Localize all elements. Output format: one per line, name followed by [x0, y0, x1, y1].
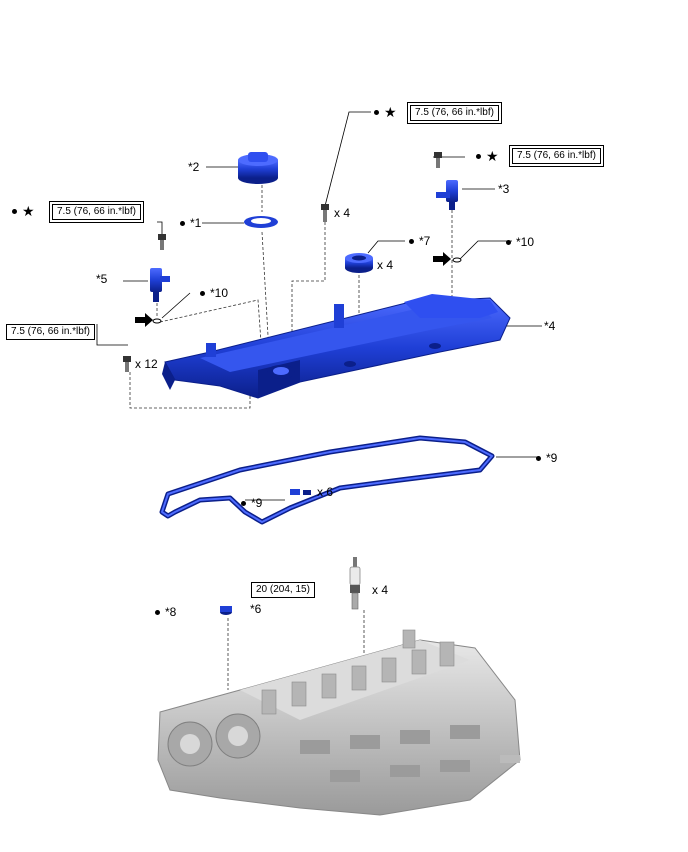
cylinder-head-cover — [162, 294, 511, 399]
cylinder-head — [157, 629, 521, 816]
bullet-icon — [506, 240, 511, 246]
torque-spec-bolts: 7.5 (76, 66 in.*lbf) — [6, 324, 95, 340]
bullet-icon — [409, 239, 414, 245]
bolt-right — [434, 152, 442, 168]
bullet-icon — [536, 456, 541, 462]
torque-spec-right: 7.5 (76, 66 in.*lbf) — [509, 145, 604, 167]
o-ring-right — [452, 257, 462, 263]
bolt-x4 — [321, 204, 329, 222]
bullet-icon — [374, 110, 379, 116]
spark-plug — [349, 557, 361, 610]
arrow-left-icon — [135, 313, 153, 327]
star-icon: ★ — [22, 203, 35, 220]
qty-gasket: x 6 — [317, 485, 334, 499]
label-part-1-group: *1 — [180, 216, 201, 230]
torque-right-group: ★ — [476, 148, 503, 166]
torque-spec-left: 7.5 (76, 66 in.*lbf) — [49, 201, 144, 223]
small-gasket-x6 — [290, 489, 311, 495]
label-part-9-right-group: *9 — [536, 451, 557, 465]
assembly-dashed-lines — [129, 185, 453, 690]
bolt-x12 — [123, 356, 131, 372]
spark-plug-tube-seal — [345, 253, 373, 273]
bullet-icon — [241, 501, 246, 507]
cam-sensor-right — [436, 180, 458, 210]
torque-spec-spark-plug: 20 (204, 15) — [251, 582, 315, 598]
cap-gasket-ring — [244, 216, 278, 228]
qty-bolts-12: x 12 — [135, 357, 158, 371]
qty-seals: x 4 — [377, 258, 394, 272]
torque-top-group: ★ — [374, 104, 401, 122]
bullet-icon — [200, 291, 205, 297]
label-part-10-left: *10 — [210, 286, 229, 300]
star-icon: ★ — [384, 104, 397, 121]
label-part-8: *8 — [165, 605, 177, 619]
label-part-10-right-group: *10 — [506, 235, 534, 249]
cam-sensor-left — [150, 268, 170, 302]
label-part-2: *2 — [188, 160, 200, 174]
label-part-4: *4 — [544, 319, 556, 333]
label-part-9-left: *9 — [251, 496, 263, 510]
label-part-3: *3 — [498, 182, 510, 196]
qty-spark-plug: x 4 — [372, 583, 389, 597]
label-part-5: *5 — [96, 272, 108, 286]
torque-left-group: ★ — [12, 203, 39, 221]
label-part-10-left-group: *10 — [200, 286, 228, 300]
bolt-left — [158, 234, 166, 250]
bullet-icon — [12, 209, 17, 215]
label-part-8-group: *8 — [155, 605, 176, 619]
label-part-7: *7 — [419, 234, 431, 248]
head-cover-gasket — [159, 435, 495, 525]
bullet-icon — [180, 221, 185, 227]
oil-filler-cap — [238, 152, 278, 184]
bullet-icon — [155, 610, 160, 616]
label-part-7-group: *7 — [409, 234, 430, 248]
star-icon: ★ — [486, 148, 499, 165]
torque-spec-top: 7.5 (76, 66 in.*lbf) — [407, 102, 502, 124]
arrow-right-icon — [433, 252, 451, 266]
label-part-9-right: *9 — [546, 451, 558, 465]
bullet-icon — [476, 154, 481, 160]
qty-bolts-top: x 4 — [334, 206, 351, 220]
label-part-9-left-group: *9 — [241, 496, 262, 510]
o-ring-left — [152, 318, 162, 324]
label-part-6: *6 — [250, 602, 262, 616]
label-part-10-right: *10 — [516, 235, 535, 249]
label-part-1: *1 — [190, 216, 202, 230]
plug-part-6 — [220, 606, 232, 615]
